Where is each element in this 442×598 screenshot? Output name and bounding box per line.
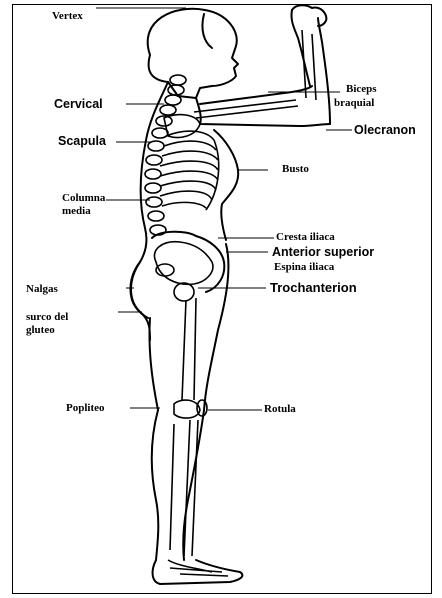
thigh-back bbox=[149, 318, 158, 410]
label-olecranon: Olecranon bbox=[354, 124, 416, 137]
tibia-2 bbox=[192, 420, 198, 556]
fibula bbox=[170, 424, 174, 550]
tibia bbox=[184, 420, 190, 556]
label-cresta-iliaca: Cresta iliaca bbox=[276, 232, 335, 244]
hand-outline bbox=[292, 5, 326, 26]
femur bbox=[182, 300, 186, 400]
knee bbox=[174, 400, 200, 418]
label-trochanterion: Trochanterion bbox=[270, 281, 357, 295]
label-vertex: Vertex bbox=[52, 11, 83, 23]
head-outline bbox=[148, 9, 238, 98]
arm-lower-out bbox=[318, 18, 330, 124]
label-espina-iliaca: Espina iliaca bbox=[274, 262, 334, 274]
femur-head bbox=[174, 283, 194, 301]
label-media: media bbox=[62, 206, 91, 218]
label-biceps: Biceps bbox=[346, 84, 377, 96]
bust-outline bbox=[214, 130, 238, 240]
label-rotula: Rotula bbox=[264, 404, 296, 416]
femur-2 bbox=[194, 298, 196, 400]
iliac-wing bbox=[154, 242, 212, 285]
label-columna: Columna bbox=[62, 193, 105, 205]
label-nalgas: Nalgas bbox=[26, 284, 58, 296]
buttock bbox=[131, 262, 150, 340]
ulna bbox=[312, 34, 316, 100]
label-busto: Busto bbox=[282, 164, 309, 176]
label-anterior-superior: Anterior superior bbox=[272, 246, 374, 259]
rib-cage bbox=[160, 131, 219, 210]
arm-upper bbox=[200, 86, 312, 104]
label-popliteo: Popliteo bbox=[66, 403, 105, 415]
label-braquial: braquial bbox=[334, 98, 374, 110]
hair-line bbox=[202, 14, 212, 48]
label-cervical: Cervical bbox=[54, 98, 103, 111]
label-surco-del: surco del bbox=[26, 312, 68, 324]
calf-back bbox=[152, 410, 159, 560]
label-scapula: Scapula bbox=[58, 135, 106, 148]
foot-outline bbox=[153, 560, 243, 584]
label-gluteo: gluteo bbox=[26, 325, 55, 337]
arm-lower-in bbox=[291, 10, 310, 86]
humerus-2 bbox=[196, 106, 298, 118]
